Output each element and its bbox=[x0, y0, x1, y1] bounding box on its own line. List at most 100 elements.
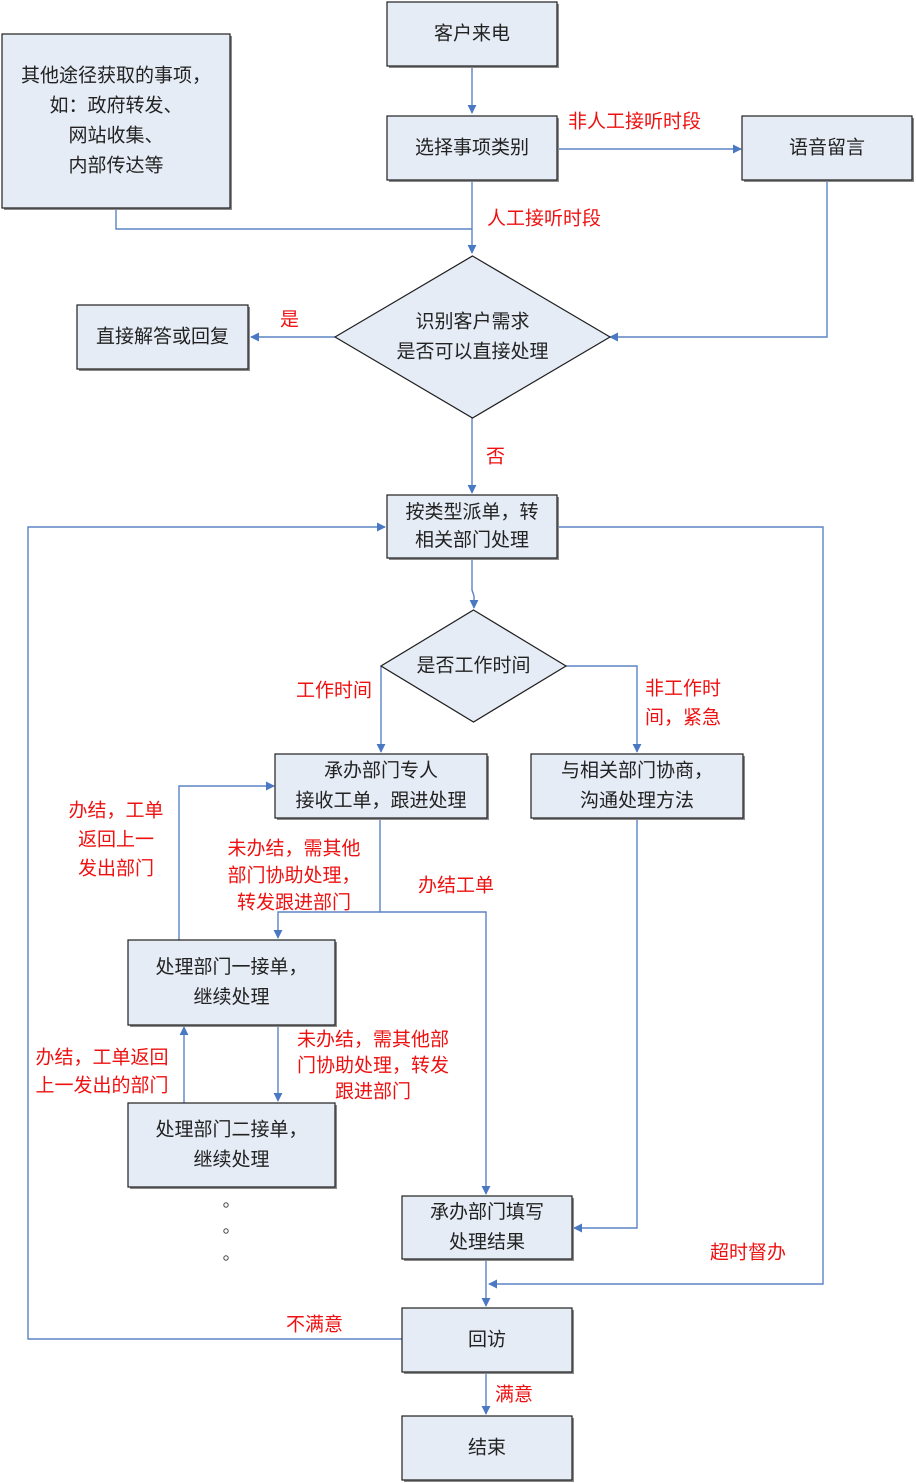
node-text-line: 结束 bbox=[468, 1437, 506, 1459]
node-text-line: 直接解答或回复 bbox=[96, 326, 229, 348]
node-text-line: 处理部门二接单， bbox=[155, 1119, 307, 1141]
node-text-line: 承办部门填写 bbox=[430, 1201, 544, 1223]
edge-other-to-identify bbox=[115, 208, 472, 230]
edge-label-line: 未办结，需其他部 bbox=[297, 1029, 449, 1051]
node-voicemail: 语音留言 bbox=[741, 115, 914, 182]
node-incoming-call: 客户来电 bbox=[386, 1, 559, 68]
node-box bbox=[127, 939, 336, 1026]
edge-label-line: 跟进部门 bbox=[335, 1081, 411, 1103]
edge-label-line: 非人工接听时段 bbox=[568, 111, 701, 133]
node-box bbox=[386, 494, 558, 559]
node-text-line: 承办部门专人 bbox=[324, 760, 438, 782]
decision-diamond bbox=[379, 609, 568, 723]
edge-follow-up-unsatisfied-loop bbox=[27, 522, 402, 1340]
node-dept-one: 处理部门一接单， 继续处理 bbox=[127, 939, 337, 1027]
edge-label-line: 发出部门 bbox=[78, 858, 154, 880]
node-text-line: 网站收集、 bbox=[68, 125, 163, 147]
node-is-work-time: 是否工作时间 bbox=[379, 609, 568, 723]
node-text-line: 继续处理 bbox=[193, 986, 269, 1008]
node-box bbox=[274, 753, 488, 819]
node-text-line: 继续处理 bbox=[193, 1149, 269, 1171]
node-box bbox=[386, 115, 558, 181]
node-box bbox=[401, 1307, 573, 1373]
node-box bbox=[386, 1, 558, 67]
continuation-marks bbox=[223, 1202, 229, 1261]
node-dept-two: 处理部门二接单， 继续处理 bbox=[127, 1102, 337, 1189]
node-text-line: 处理结果 bbox=[449, 1231, 525, 1253]
edge-label-line: 超时督办 bbox=[710, 1242, 786, 1264]
node-text-line: 按类型派单，转 bbox=[405, 501, 538, 523]
edge-owner-to-dept-one bbox=[273, 818, 381, 939]
edge-label-line: 未办结，需其他 bbox=[227, 838, 360, 860]
node-box bbox=[401, 1415, 573, 1481]
node-box bbox=[76, 304, 249, 370]
node-box bbox=[401, 1195, 573, 1260]
node-text-line: 是否工作时间 bbox=[416, 655, 530, 677]
node-text-line: 其他途径获取的事项， bbox=[21, 65, 211, 87]
node-text-line: 沟通处理方法 bbox=[580, 790, 694, 812]
edge-owner-to-fill-result bbox=[380, 911, 491, 1195]
edge-label-line: 满意 bbox=[495, 1384, 533, 1406]
edge-label-line: 是 bbox=[280, 309, 299, 331]
edge-labels: 非人工接听时段人工接听时段是否工作时间非工作时间，紧急办结，工单返回上一发出部门… bbox=[35, 111, 786, 1406]
edge-dispatch-overdue-loop bbox=[488, 526, 824, 1289]
edge-label-line: 部门协助处理， bbox=[227, 865, 360, 887]
edge-label-unsatisfied: 不满意 bbox=[286, 1314, 343, 1336]
edge-label-line: 不满意 bbox=[286, 1314, 343, 1336]
node-box bbox=[1, 33, 231, 209]
node-follow-up: 回访 bbox=[401, 1307, 574, 1374]
edge-label-line: 工作时间 bbox=[296, 680, 372, 702]
node-box bbox=[530, 753, 744, 819]
edge-label-line: 非工作时 bbox=[645, 678, 721, 700]
node-text-line: 语音留言 bbox=[789, 137, 865, 159]
node-text-line: 识别客户需求 bbox=[415, 311, 529, 333]
node-select-category: 选择事项类别 bbox=[386, 115, 559, 182]
edge-label-line: 门协助处理，转发 bbox=[297, 1055, 449, 1077]
edge-coordinate-to-fill-result bbox=[573, 818, 638, 1233]
edge-label-satisfied: 满意 bbox=[495, 1384, 533, 1406]
node-text-line: 是否可以直接处理 bbox=[396, 341, 548, 363]
edge-label-done-ticket: 办结工单 bbox=[418, 875, 494, 897]
decision-diamond bbox=[333, 255, 612, 419]
node-text-line: 处理部门一接单， bbox=[155, 956, 307, 978]
edge-worktime-to-coordinate bbox=[566, 665, 642, 753]
edge-label-line: 办结，工单 bbox=[68, 800, 163, 822]
edge-label-line: 间，紧急 bbox=[645, 707, 721, 729]
node-box bbox=[127, 1102, 336, 1188]
node-text-line: 如：政府转发、 bbox=[49, 95, 182, 117]
node-text-line: 与相关部门协商， bbox=[561, 760, 713, 782]
continuation-dot bbox=[223, 1202, 229, 1208]
edge-label-line: 返回上一 bbox=[78, 829, 154, 851]
edge-label-line: 办结，工单返回 bbox=[35, 1047, 168, 1069]
edge-label-overdue-supervise: 超时督办 bbox=[710, 1242, 786, 1264]
edge-label-line: 转发跟进部门 bbox=[237, 892, 351, 914]
edge-label-yes: 是 bbox=[280, 309, 299, 331]
node-text-line: 选择事项类别 bbox=[415, 137, 529, 159]
node-text-line: 接收工单，跟进处理 bbox=[295, 790, 466, 812]
edge-label-no: 否 bbox=[486, 446, 505, 468]
node-direct-answer: 直接解答或回复 bbox=[76, 304, 250, 371]
node-coordinate: 与相关部门协商， 沟通处理方法 bbox=[530, 753, 745, 820]
edge-dispatch-to-worktime bbox=[469, 558, 479, 609]
node-text-line: 内部传达等 bbox=[68, 155, 163, 177]
edge-dept-one-back-to-owner bbox=[178, 781, 275, 940]
edge-label-line: 否 bbox=[486, 446, 505, 468]
edge-label-line: 上一发出的部门 bbox=[35, 1075, 168, 1097]
edge-label-line: 人工接听时段 bbox=[487, 208, 601, 230]
edge-label-line: 办结工单 bbox=[418, 875, 494, 897]
continuation-dot bbox=[223, 1255, 229, 1261]
node-box bbox=[741, 115, 913, 181]
node-text-line: 客户来电 bbox=[434, 23, 510, 45]
edge-label-work-time: 工作时间 bbox=[296, 680, 372, 702]
